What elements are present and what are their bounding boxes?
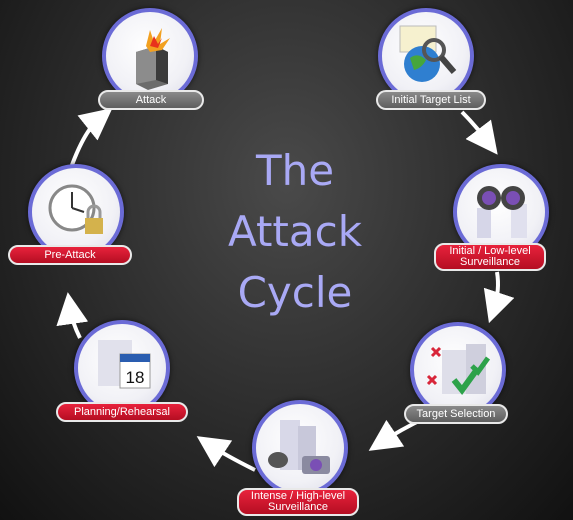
stage-label-attack: Attack [98, 90, 204, 110]
arrow-intense-to-planning [196, 436, 256, 472]
stage-label-target-selection: Target Selection [404, 404, 508, 424]
target-selection-node [410, 322, 506, 418]
globe-magnifier-icon [399, 25, 457, 82]
exploding-building-icon [136, 28, 170, 90]
stage-label-initial-target-list: Initial Target List [376, 90, 486, 110]
title-line-3: Cycle [237, 268, 353, 317]
arrow-preattack-to-attack [70, 107, 113, 166]
arrow-low-to-target-selection [483, 271, 515, 324]
arrow-planning-to-preattack [56, 292, 89, 339]
stage-label-low-level-surveillance: Initial / Low-level Surveillance [434, 243, 546, 271]
stage-label-high-level-surveillance: Intense / High-level Surveillance [237, 488, 359, 516]
title-line-2: Attack [227, 207, 363, 256]
arrow-target-list-to-low-surveillance [460, 110, 498, 155]
high-level-surveillance-node [252, 400, 348, 496]
calendar-day-text: 18 [126, 368, 145, 387]
calendar-icon: 18 [98, 340, 151, 389]
binoculars-icon [477, 186, 527, 238]
camera-binoculars-icon [268, 420, 330, 474]
planning-rehearsal-node: 18 [74, 320, 170, 416]
stage-label-pre-attack: Pre-Attack [8, 245, 132, 265]
title-line-1: The [255, 146, 335, 195]
attack-node [102, 8, 198, 104]
clock-padlock-icon [48, 184, 103, 234]
building-checkmark-icon [426, 344, 491, 395]
stage-label-planning-rehearsal: Planning/Rehearsal [56, 402, 188, 422]
diagram-title: The Attack Cycle [200, 140, 390, 323]
